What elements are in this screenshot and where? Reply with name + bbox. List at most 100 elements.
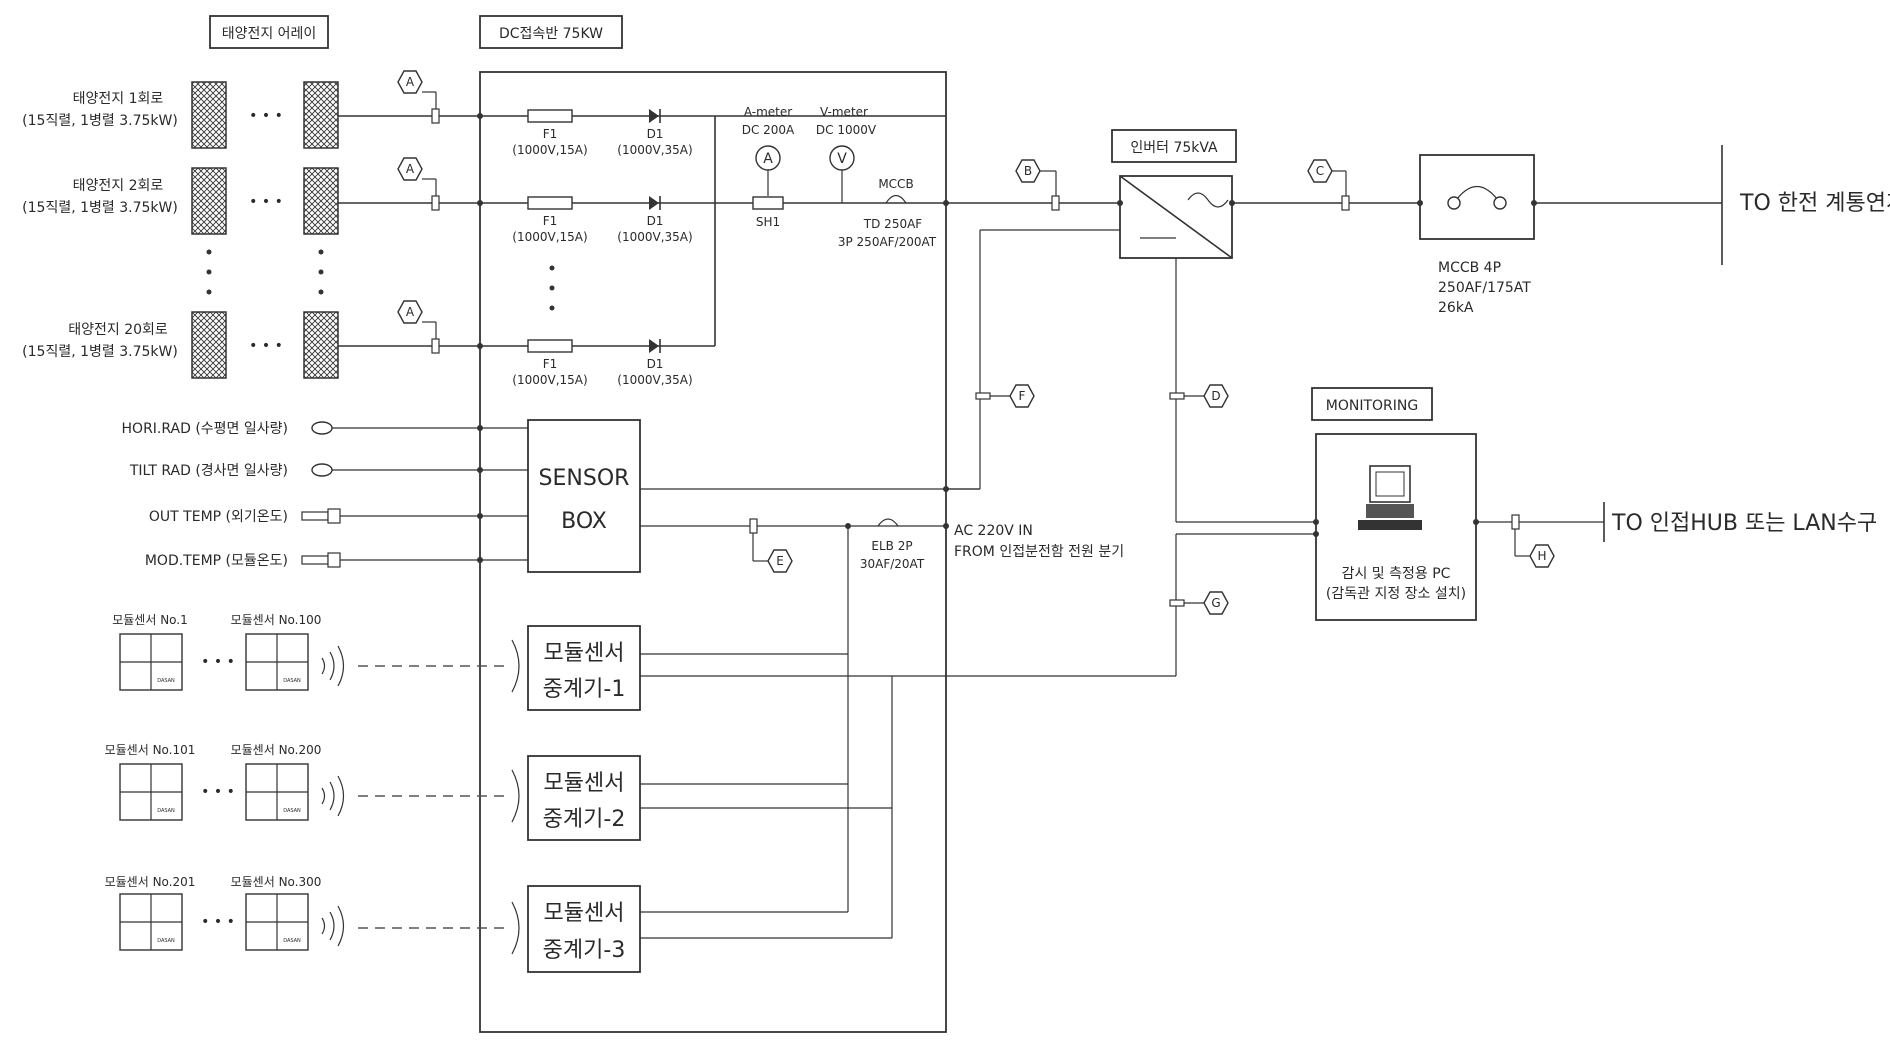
svg-text:V: V — [837, 151, 847, 167]
svg-text:DC 200A: DC 200A — [742, 123, 795, 137]
repeater-2: 모듈센서 중계기-2 — [527, 755, 892, 841]
elb: ELB 2P 30AF/20AT — [860, 518, 925, 571]
sensor-box: SENSOR BOX — [527, 419, 641, 573]
svg-text:F1: F1 — [543, 127, 558, 141]
svg-text:(1000V,15A): (1000V,15A) — [512, 143, 587, 157]
tag-g: G — [1169, 591, 1229, 615]
svg-text:태양전지 어레이: 태양전지 어레이 — [222, 26, 317, 42]
svg-text:모듈센서: 모듈센서 — [544, 771, 625, 796]
svg-text:중계기-1: 중계기-1 — [543, 677, 626, 702]
svg-text:MCCB: MCCB — [878, 177, 913, 191]
pv-module-icon — [191, 167, 227, 235]
junction-dots — [477, 113, 1537, 563]
svg-text:A-meter: A-meter — [744, 105, 792, 119]
svg-text:SENSOR: SENSOR — [539, 466, 630, 491]
svg-text:DASAN: DASAN — [157, 808, 175, 814]
svg-text:중계기-3: 중계기-3 — [543, 938, 626, 963]
svg-text:감시 및 측정용 PC: 감시 및 측정용 PC — [1342, 566, 1451, 582]
svg-text:• • •: • • • — [201, 784, 235, 800]
svg-text:MONITORING: MONITORING — [1326, 398, 1418, 414]
svg-text:A: A — [406, 305, 415, 319]
svg-text:V-meter: V-meter — [820, 105, 868, 119]
svg-text:SH1: SH1 — [756, 215, 780, 229]
pv-string-spec: (15직렬, 1병렬 3.75kW) — [22, 113, 178, 129]
svg-text:TILT RAD (경사면 일사량): TILT RAD (경사면 일사량) — [129, 463, 288, 479]
ellipsis: • • • — [249, 108, 283, 124]
pv-array-header: 태양전지 어레이 — [209, 15, 329, 49]
svg-text:모듈센서 No.1: 모듈센서 No.1 — [112, 613, 188, 627]
svg-text:모듈센서 No.100: 모듈센서 No.100 — [231, 613, 322, 627]
svg-text:AC 220V IN: AC 220V IN — [954, 523, 1033, 539]
pv-string-name: 태양전지 2회로 — [73, 178, 164, 194]
mccb-dc: MCCB TD 250AF 3P 250AF/200AT — [838, 177, 937, 249]
svg-text:모듈센서: 모듈센서 — [544, 901, 625, 926]
svg-text:D1: D1 — [647, 357, 664, 371]
svg-text:H: H — [1537, 549, 1546, 563]
svg-text:DC접속반 75KW: DC접속반 75KW — [499, 26, 603, 42]
fuse-diode-row-2: F1 (1000V,15A) D1 (1000V,35A) — [512, 196, 693, 244]
monitoring: MONITORING 감시 및 측정용 PC (감독관 지정 장소 설치) — [1311, 387, 1477, 621]
tag-b: B — [1015, 159, 1060, 211]
svg-text:중계기-2: 중계기-2 — [543, 807, 626, 832]
tag-d: D — [1169, 384, 1229, 408]
sensor-mod-temp: MOD.TEMP (모듈온도) — [145, 552, 480, 569]
tag-c: C — [1307, 159, 1350, 211]
pv-string-20: 태양전지 20회로 (15직렬, 1병렬 3.75kW) • • • — [22, 311, 715, 379]
pv-module-icon — [191, 311, 227, 379]
svg-text:HORI.RAD (수평면 일사량): HORI.RAD (수평면 일사량) — [122, 421, 288, 437]
dc-junction-panel — [479, 71, 947, 1033]
svg-text:DASAN: DASAN — [283, 808, 301, 814]
ameter: A-meter DC 200A A — [742, 105, 795, 196]
svg-text:• • •: • • • — [201, 914, 235, 930]
svg-text:DASAN: DASAN — [283, 938, 301, 944]
pv-string-spec: (15직렬, 1병렬 3.75kW) — [22, 344, 178, 360]
tag-f: F — [975, 384, 1035, 408]
fuse-diode-row-1: F1 (1000V,15A) D1 (1000V,35A) — [512, 109, 693, 157]
svg-text:ELB 2P: ELB 2P — [871, 539, 912, 553]
tag-a-1: A — [397, 70, 440, 124]
svg-text:G: G — [1211, 596, 1220, 610]
svg-text:인버터 75kVA: 인버터 75kVA — [1130, 140, 1218, 156]
inverter: 인버터 75kVA — [1111, 129, 1237, 259]
svg-text:(1000V,15A): (1000V,15A) — [512, 373, 587, 387]
pv-string-name: 태양전지 1회로 — [73, 91, 164, 107]
ellipsis: • • • — [249, 338, 283, 354]
svg-text:모듈센서 No.200: 모듈센서 No.200 — [231, 743, 322, 757]
svg-text:A: A — [406, 75, 415, 89]
pv-module-icon — [191, 81, 227, 149]
svg-text:(1000V,15A): (1000V,15A) — [512, 230, 587, 244]
svg-text:모듈센서 No.300: 모듈센서 No.300 — [231, 875, 322, 889]
svg-text:DASAN: DASAN — [157, 938, 175, 944]
pv-string-spec: (15직렬, 1병렬 3.75kW) — [22, 200, 178, 216]
svg-text:D: D — [1211, 389, 1220, 403]
svg-text:(1000V,35A): (1000V,35A) — [617, 373, 692, 387]
shunt: SH1 — [752, 196, 784, 229]
svg-text:D1: D1 — [647, 127, 664, 141]
sensor-hori-rad: HORI.RAD (수평면 일사량) — [122, 421, 480, 437]
svg-text:A: A — [763, 151, 773, 167]
svg-text:FROM 인접분전함 전원 분기: FROM 인접분전함 전원 분기 — [954, 544, 1124, 560]
svg-text:E: E — [776, 554, 784, 568]
svg-text:D1: D1 — [647, 214, 664, 228]
svg-text:(감독관 지정 장소 설치): (감독관 지정 장소 설치) — [1326, 586, 1466, 602]
module-group-2: 모듈센서 No.101 모듈센서 No.200 DASAN • • • DASA… — [105, 743, 520, 823]
wireless-icon — [321, 775, 345, 817]
svg-text:모듈센서 No.201: 모듈센서 No.201 — [105, 875, 196, 889]
ellipsis: • • • — [249, 194, 283, 210]
vertical-ellipsis — [206, 249, 555, 311]
svg-text:BOX: BOX — [561, 509, 607, 534]
tag-a-2: A — [397, 157, 440, 211]
pv-string-1: 태양전지 1회로 (15직렬, 1병렬 3.75kW) • • • — [22, 81, 946, 149]
svg-text:MOD.TEMP (모듈온도): MOD.TEMP (모듈온도) — [145, 553, 288, 569]
svg-text:C: C — [1316, 164, 1324, 178]
svg-text:A: A — [406, 162, 415, 176]
repeater-1: 모듈센서 중계기-1 — [527, 625, 1176, 711]
wireless-icon — [321, 645, 345, 687]
mccb-ac: MCCB 4P 250AF/175AT 26kA — [1419, 154, 1535, 316]
wireless-icon — [321, 905, 345, 947]
sensor-out-temp: OUT TEMP (외기온도) — [149, 508, 480, 525]
svg-text:3P 250AF/200AT: 3P 250AF/200AT — [838, 235, 937, 249]
svg-text:F1: F1 — [543, 214, 558, 228]
sensor-tilt-rad: TILT RAD (경사면 일사량) — [129, 463, 480, 479]
